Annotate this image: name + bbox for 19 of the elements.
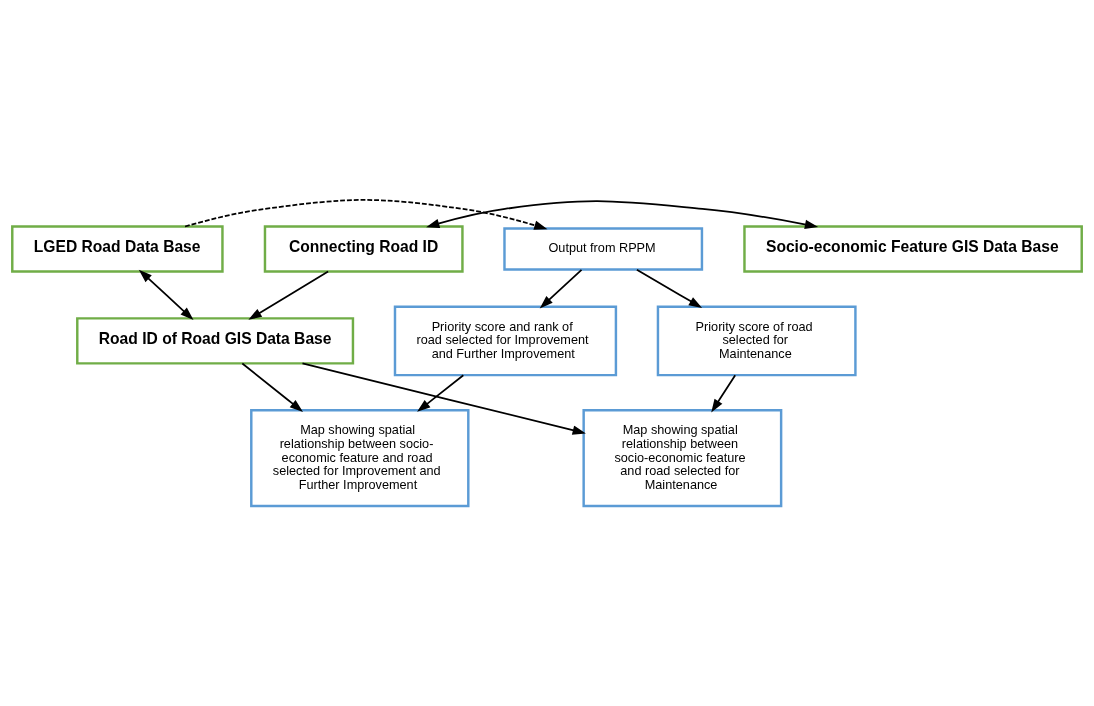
arrow <box>184 199 548 230</box>
arrow <box>636 268 703 308</box>
node-box: Road ID of Road GIS Data Base <box>76 317 355 365</box>
node-box: Priority score of road selected for Maintenance <box>656 305 857 377</box>
arrow <box>248 270 329 320</box>
node-box: Map showing spatial relationship between socio-economic feature and road selected for Maintenance <box>582 409 783 508</box>
node-box: Connecting Road ID <box>263 225 464 273</box>
arrow <box>241 362 303 412</box>
arrow <box>138 269 194 321</box>
arrow <box>539 269 583 309</box>
arrow <box>711 374 737 413</box>
arrow <box>301 362 586 435</box>
node-box: Output from RPPM <box>503 227 704 271</box>
node-box: Socio-economic Feature GIS Data Base <box>743 225 1083 273</box>
arrow <box>417 374 465 412</box>
node-box: Map showing spatial relationship between socio-economic feature and road selected for Improvement and Further Improvement <box>250 409 470 508</box>
arrow <box>426 200 819 229</box>
node-box: Priority score and rank of road selected for Improvement and Further Improvement <box>393 305 618 377</box>
node-box: LGED Road Data Base <box>11 225 224 273</box>
